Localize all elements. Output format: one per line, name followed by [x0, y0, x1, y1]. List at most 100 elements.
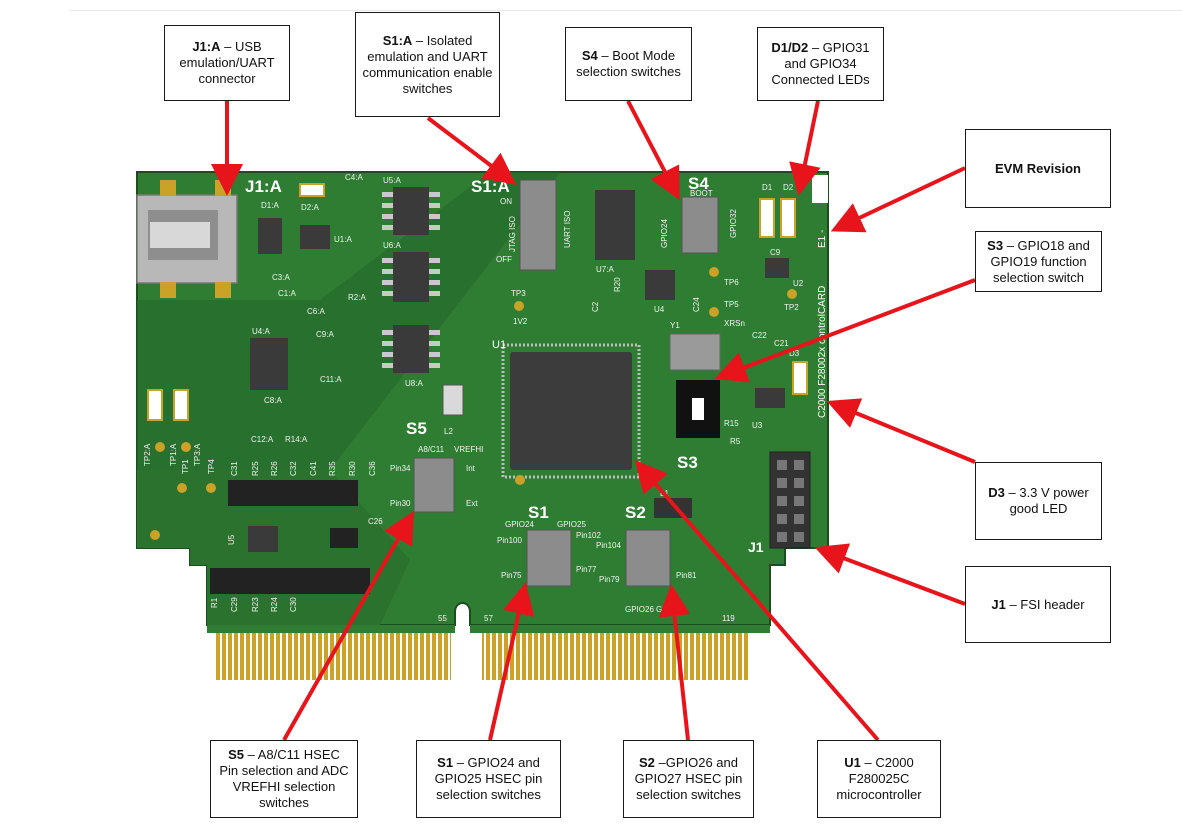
- silk-gpio25: GPIO25: [557, 520, 586, 529]
- callout-ref: U1: [844, 755, 861, 770]
- arrow-s1: [488, 582, 535, 741]
- callout-ref: D3: [988, 485, 1005, 500]
- callout-text: – C2000 F280025C microcontroller: [836, 755, 922, 802]
- callout-evm-revision: EVM Revision: [965, 129, 1111, 208]
- silk-ext: Ext: [466, 499, 478, 508]
- evm-revision-marker: [812, 175, 828, 203]
- silk-d3: D3: [789, 349, 800, 358]
- silk-tp3a: TP3:A: [193, 443, 202, 466]
- silk-c24: C24: [692, 297, 701, 312]
- silk-j1: J1: [748, 539, 764, 555]
- ic-u8a: [393, 325, 429, 373]
- silk-tp6: TP6: [724, 278, 739, 287]
- header-j1-pins: [777, 460, 804, 542]
- silk-pin34: Pin34: [390, 464, 411, 473]
- led-d4a: [173, 389, 189, 421]
- silk-s2: S2: [625, 503, 646, 522]
- arrow-s1a: [426, 116, 517, 185]
- arrow-d3: [826, 398, 976, 464]
- silk-off: OFF: [496, 255, 512, 264]
- ic-u4a: [250, 338, 288, 390]
- callout-ref: S5: [228, 747, 245, 762]
- silk-s3: S3: [677, 453, 698, 472]
- callout-ref: J1: [991, 596, 1006, 612]
- silk-r1: R1: [210, 597, 219, 608]
- arrow-j1: [814, 543, 966, 606]
- silk-c29: C29: [230, 597, 239, 612]
- silk-u6a: U6:A: [383, 241, 401, 250]
- silk-pin100: Pin100: [497, 536, 522, 545]
- pad: [160, 180, 176, 196]
- switch-s5: [413, 457, 455, 513]
- callout-ref: S1:A: [382, 32, 413, 48]
- arrow-evm: [830, 166, 966, 233]
- silk-on: ON: [500, 197, 512, 206]
- silk-c3a: C3:A: [272, 273, 290, 282]
- top-divider-line: [70, 10, 1182, 11]
- edge-connector-right-base: [470, 625, 770, 633]
- silk-vrefhi: VREFHI: [454, 445, 483, 454]
- silk-u1: U1: [492, 339, 506, 351]
- silk-r5: R5: [730, 437, 741, 446]
- callout-ref: EVM Revision: [995, 160, 1081, 176]
- silk-s1: S1: [528, 503, 549, 522]
- callout-ref: D1/D2: [771, 40, 809, 55]
- ic-u1a: [300, 225, 330, 249]
- callout-s1a: S1:A – Isolated emulation and UART commu…: [355, 12, 500, 117]
- silk-c32: C32: [289, 461, 298, 476]
- silk-boot: BOOT: [690, 189, 713, 198]
- switch-s3-slider: [692, 398, 704, 420]
- silk-d1: D1: [762, 183, 773, 192]
- usb-connector-tongue: [150, 222, 210, 248]
- silk-c31: C31: [230, 461, 239, 476]
- silk-c12a: C12:A: [251, 435, 274, 444]
- silk-a8c11: A8/C11: [418, 445, 445, 454]
- callout-text: – 3.3 V power good LED: [1004, 485, 1089, 516]
- callout-text: – GPIO24 and GPIO25 HSEC pin selection s…: [434, 755, 543, 802]
- ic-u4: [645, 270, 675, 300]
- silk-int: Int: [466, 464, 476, 473]
- mcu-u1-pin-ring: [501, 343, 641, 479]
- ic-u6a: [393, 252, 429, 302]
- silk-y1: Y1: [670, 321, 680, 330]
- callout-ref: S2: [638, 755, 655, 770]
- silk-tp2a: TP2:A: [143, 443, 152, 466]
- callout-j1: J1 – FSI header: [965, 566, 1111, 643]
- callout-s3: S3 – GPIO18 and GPIO19 function selectio…: [975, 231, 1102, 292]
- silk-r26: R26: [270, 461, 279, 476]
- callout-d3: D3 – 3.3 V power good LED: [975, 462, 1102, 540]
- callout-text: – GPIO18 and GPIO19 function selection s…: [990, 237, 1090, 285]
- silk-r30: R30: [348, 461, 357, 476]
- silk-r15: R15: [724, 419, 739, 428]
- silk-c41: C41: [309, 461, 318, 476]
- silk-gpio26: GPIO26: [625, 605, 654, 614]
- silk-c2: C2: [591, 301, 600, 312]
- switch-s1: [526, 529, 572, 587]
- callout-s4: S4 – Boot Mode selection switches: [565, 27, 692, 101]
- arrow-s2: [658, 584, 691, 741]
- arrow-s4: [626, 100, 680, 201]
- arrow-d1d2: [789, 100, 821, 196]
- led-d2a: [299, 183, 325, 197]
- callout-text: –GPIO26 and GPIO27 HSEC pin selection sw…: [634, 755, 743, 802]
- silk-gpio24-v: GPIO24: [660, 219, 669, 248]
- pad: [215, 282, 231, 298]
- silk-n55: 55: [438, 614, 447, 623]
- silk-n57: 57: [484, 614, 493, 623]
- silk-u2: U2: [793, 279, 804, 288]
- callout-ref: S3: [987, 237, 1004, 253]
- silk-c1a: C1:A: [278, 289, 296, 298]
- silk-s4: S4: [688, 174, 709, 193]
- silk-uart-iso: UART ISO: [563, 211, 572, 249]
- silk-c26: C26: [368, 517, 383, 526]
- silk-s1a: S1:A: [471, 177, 510, 196]
- silk-jtag-iso: JTAG ISO: [508, 216, 517, 252]
- silk-gpio24: GPIO24: [505, 520, 534, 529]
- switch-s1a: [519, 179, 557, 271]
- silk-card-name: C2000 F28002x controlCARD: [817, 286, 828, 418]
- silk-u4a: U4:A: [252, 327, 270, 336]
- silk-r35: R35: [328, 461, 337, 476]
- edge-connector-left-base: [207, 625, 455, 633]
- silk-c6a: C6:A: [307, 307, 325, 316]
